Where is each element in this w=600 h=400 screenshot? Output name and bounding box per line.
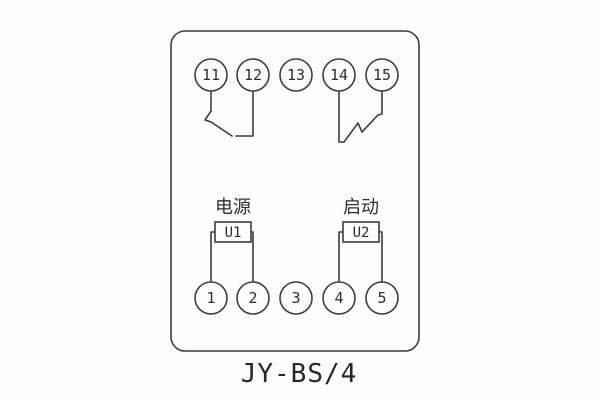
terminal-top-11	[194, 58, 228, 92]
start-label: 启动	[343, 197, 379, 217]
contact-symbol-right	[338, 90, 383, 143]
terminal-top-11-label: 11	[202, 66, 220, 84]
bottom-terminal-row: 1 2 3 4 5	[194, 281, 399, 315]
power-unit-box	[214, 221, 252, 243]
terminal-top-12-label: 12	[244, 66, 262, 84]
terminal-bottom-2	[236, 281, 270, 315]
terminal-bottom-5	[365, 281, 399, 315]
terminal-top-13	[279, 58, 313, 92]
start-unit-wiring	[338, 221, 383, 283]
terminal-bottom-1-label: 1	[206, 289, 215, 307]
start-unit-label: U2	[353, 225, 370, 241]
contact-symbol-left	[204, 90, 254, 137]
model-label: JY-BS/4	[241, 359, 358, 389]
terminal-top-15	[365, 58, 399, 92]
terminal-bottom-3	[279, 281, 313, 315]
terminal-bottom-2-label: 2	[248, 289, 257, 307]
terminal-top-15-label: 15	[373, 66, 391, 84]
terminal-top-14-label: 14	[330, 66, 348, 84]
terminal-bottom-3-label: 3	[291, 289, 300, 307]
start-unit-box	[342, 221, 380, 243]
top-terminal-row: 11 12 13 14 15	[194, 58, 399, 92]
terminal-top-12	[236, 58, 270, 92]
power-unit-wiring	[210, 221, 254, 283]
relay-case-outline	[170, 30, 420, 352]
terminal-bottom-5-label: 5	[377, 289, 386, 307]
terminal-top-14	[322, 58, 356, 92]
terminal-top-13-label: 13	[287, 66, 305, 84]
terminal-bottom-4	[322, 281, 356, 315]
terminal-bottom-4-label: 4	[334, 289, 343, 307]
power-label: 电源	[215, 197, 251, 217]
terminal-bottom-1	[194, 281, 228, 315]
power-unit-label: U1	[225, 225, 242, 241]
